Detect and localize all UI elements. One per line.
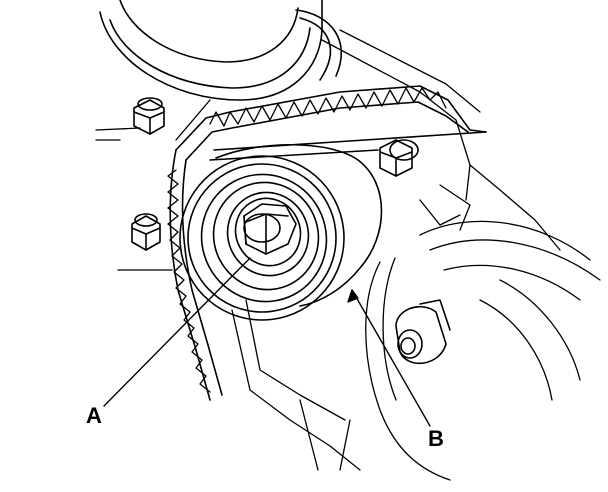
leader-line-a [103,257,251,407]
callout-label-b: B [428,426,444,451]
callout-label-a: A [86,403,102,428]
bolt-right [379,139,419,177]
center-bolt [243,203,297,255]
leader-line-b [347,289,431,427]
bolt-upper-left [133,97,165,135]
timing-belt [167,85,487,401]
upper-pulley [99,0,342,101]
bolt-mid-left [131,213,161,251]
boss-lower-right [395,299,451,365]
tensioner-pulley [179,143,383,321]
engine-block-lines [95,29,601,481]
